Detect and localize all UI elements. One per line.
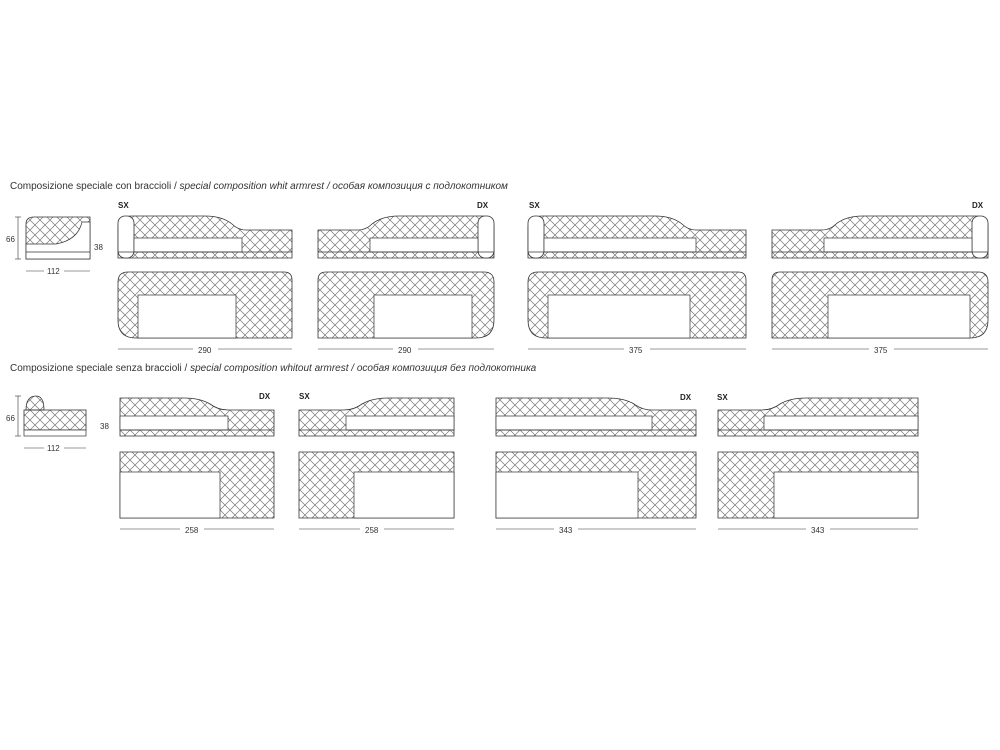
composition-2-2 — [298, 397, 455, 530]
comp1-4-width-label: 375 — [874, 346, 888, 355]
comp1-2-width-label: 290 — [398, 346, 412, 355]
comp2-3-width-label: 343 — [559, 526, 573, 535]
caption-without-armrest-en: special composition whitout armrest — [190, 363, 349, 374]
side2-width-label: 112 — [47, 444, 60, 453]
composition-1-2 — [317, 215, 495, 350]
caption-without-armrest-ru: особая композиция без подлокотника — [356, 363, 537, 374]
comp1-3-side-tag: SX — [529, 201, 540, 210]
side1-height-label: 66 — [6, 235, 15, 244]
comp2-2-side-tag: SX — [299, 392, 310, 401]
comp2-2-width-label: 258 — [365, 526, 379, 535]
side1-width-label: 112 — [47, 267, 60, 276]
side2-seat-height-label: 38 — [100, 422, 109, 431]
composition-2-4 — [717, 397, 919, 530]
comp1-1-side-tag: SX — [118, 201, 129, 210]
comp1-1-width-label: 290 — [198, 346, 212, 355]
caption-with-armrest-ru: особая композиция с подлокотником — [332, 181, 508, 192]
composition-1-1 — [117, 215, 293, 350]
composition-1-3 — [527, 215, 747, 350]
comp2-4-width-label: 343 — [811, 526, 825, 535]
comp2-3-side-tag: DX — [680, 393, 692, 402]
caption-without-armrest-it: Composizione speciale senza braccioli — [10, 363, 182, 374]
caption-with-armrest: Composizione speciale con braccioli / sp… — [10, 181, 508, 192]
comp1-4-side-tag: DX — [972, 201, 984, 210]
composition-2-3 — [495, 397, 697, 530]
comp2-4-side-tag: SX — [717, 393, 728, 402]
comp2-1-side-tag: DX — [259, 392, 271, 401]
comp1-3-width-label: 375 — [629, 346, 643, 355]
side1-seat-height-label: 38 — [94, 243, 103, 252]
composition-1-4 — [771, 215, 989, 350]
composition-2-1 — [119, 397, 275, 530]
caption-with-armrest-it: Composizione speciale con braccioli — [10, 181, 172, 192]
side-view-without-armrest — [15, 395, 87, 449]
side2-height-label: 66 — [6, 414, 15, 423]
side-view-with-armrest — [15, 216, 91, 272]
comp1-2-side-tag: DX — [477, 201, 489, 210]
caption-with-armrest-en: special composition whit armrest — [179, 181, 325, 192]
caption-without-armrest: Composizione speciale senza braccioli / … — [10, 363, 537, 374]
comp2-1-width-label: 258 — [185, 526, 199, 535]
